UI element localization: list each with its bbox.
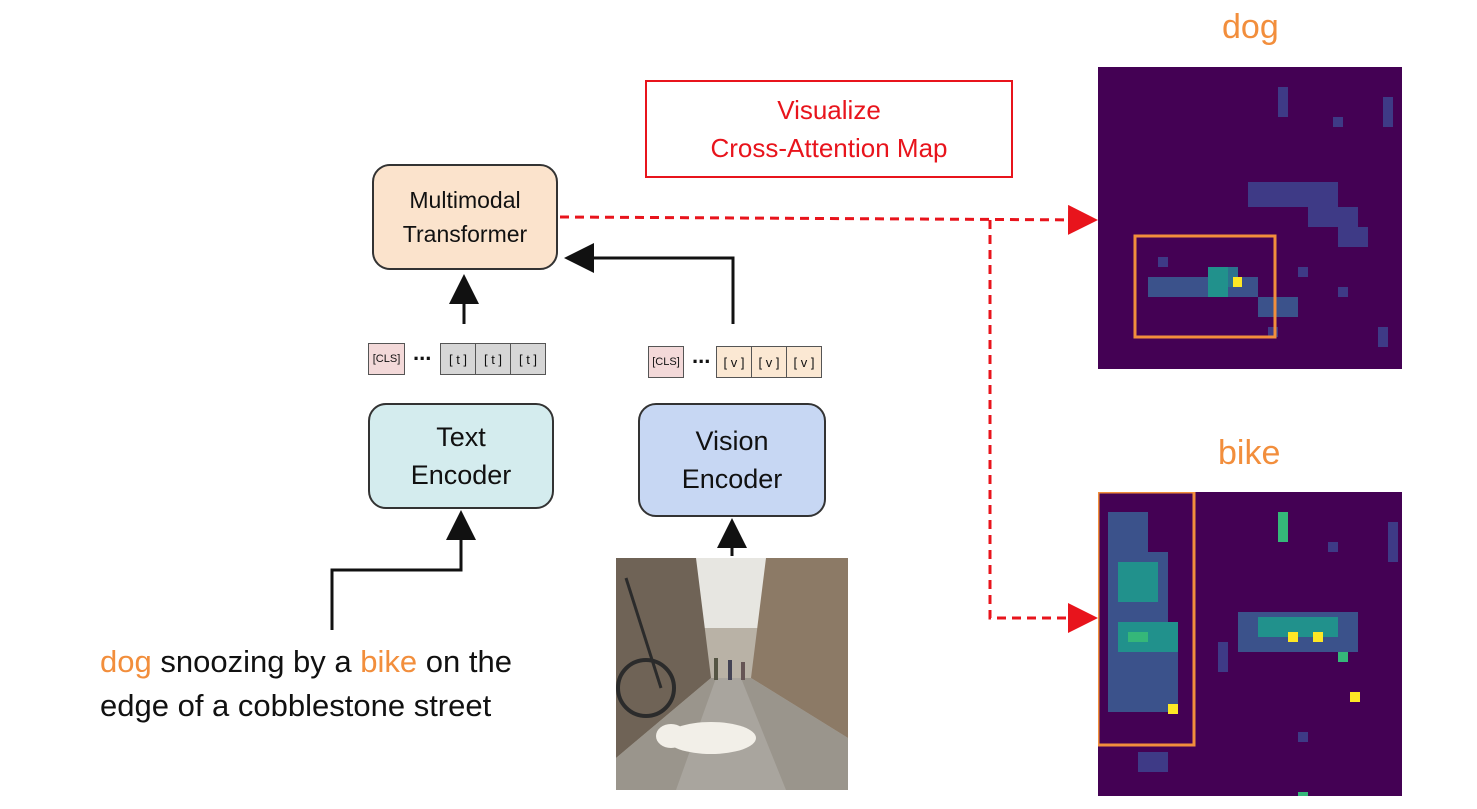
arrow-text-to-encoder	[330, 510, 476, 630]
multimodal-transformer-block: Multimodal Transformer	[372, 164, 558, 270]
dog-attention-map	[1098, 67, 1402, 369]
visualize-line1: Visualize	[777, 95, 881, 125]
caption-text-part1: snoozing by a	[151, 644, 361, 679]
caption-word-bike: bike	[360, 644, 418, 679]
dashed-arrow-to-dog-map	[559, 204, 1098, 235]
caption-word-dog: dog	[100, 644, 152, 679]
vision-token: [ v ]	[716, 346, 752, 378]
visualize-cross-attention-box: Visualize Cross-Attention Map	[645, 80, 1013, 178]
text-cls-token: [CLS]	[368, 343, 405, 375]
text-token: [ t ]	[510, 343, 546, 375]
text-token: [ t ]	[440, 343, 476, 375]
text-token: [ t ]	[475, 343, 511, 375]
vision-encoder-label-line1: Vision	[695, 426, 769, 456]
multimodal-label-line1: Multimodal	[409, 187, 521, 213]
visualize-line2: Cross-Attention Map	[710, 133, 948, 163]
map-label-dog: dog	[1222, 8, 1279, 46]
caption-text-part2: on the edge of a cobblestone street	[100, 644, 512, 723]
arrow-vision-tokens-to-transformer	[564, 243, 735, 324]
bike-attention-map	[1096, 490, 1402, 796]
vision-token: [ v ]	[786, 346, 822, 378]
dashed-arrow-to-bike-map	[988, 220, 1098, 633]
vision-token-ellipsis: ...	[692, 343, 711, 368]
vision-token: [ v ]	[751, 346, 787, 378]
text-encoder-label-line1: Text	[436, 422, 486, 452]
text-encoder-block: Text Encoder	[368, 403, 554, 509]
vision-cls-token: [CLS]	[648, 346, 684, 378]
vision-encoder-block: Vision Encoder	[638, 403, 826, 517]
multimodal-label-line2: Transformer	[402, 221, 528, 247]
input-street-photo	[616, 558, 848, 790]
text-token-ellipsis: ...	[413, 340, 432, 365]
input-caption: dog snoozing by a bike on the edge of a …	[100, 640, 580, 728]
vision-encoder-label-line2: Encoder	[681, 464, 783, 494]
text-encoder-label-line2: Encoder	[410, 460, 512, 490]
map-label-bike: bike	[1218, 434, 1281, 472]
